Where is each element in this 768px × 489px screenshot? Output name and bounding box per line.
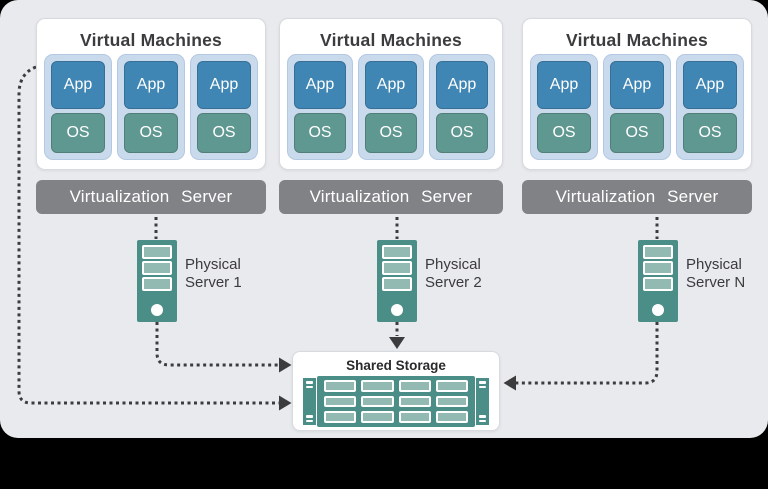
app-box: App — [436, 61, 488, 109]
storage-array-icon — [293, 376, 499, 427]
physical-server-icon — [377, 240, 417, 322]
vent-icon — [306, 415, 313, 422]
app-box: App — [610, 61, 664, 109]
virtual-machine: App OS — [676, 54, 744, 160]
app-box: App — [124, 61, 178, 109]
virtual-machine: App OS — [358, 54, 424, 160]
server-slot — [382, 245, 412, 259]
physical-server-icon — [137, 240, 177, 322]
os-box: OS — [294, 113, 346, 153]
vm-row: App OS App OS App OS — [287, 54, 495, 160]
virtual-machine: App OS — [190, 54, 258, 160]
drive-slot — [324, 411, 357, 423]
drive-slot — [435, 380, 468, 392]
virtualization-server-bar: Virtualization Server — [522, 180, 752, 214]
power-dot — [151, 304, 163, 316]
drive-slot — [398, 380, 431, 392]
virtual-machine: App OS — [530, 54, 598, 160]
vent-icon — [479, 381, 486, 388]
server-slot — [142, 245, 172, 259]
shared-storage-card: Shared Storage — [292, 351, 500, 431]
rack-body — [317, 376, 475, 427]
app-box: App — [537, 61, 591, 109]
drive-slot — [398, 395, 431, 408]
virtual-machine: App OS — [287, 54, 353, 160]
diagram-canvas: Virtual Machines App OS App OS App OS — [0, 0, 768, 438]
server-slot — [643, 277, 673, 291]
vm-group-card: Virtual Machines App OS App OS App OS — [279, 18, 503, 170]
drive-slot — [361, 411, 394, 423]
vm-row: App OS App OS App OS — [44, 54, 258, 160]
arrowhead-into-storage-right — [503, 375, 516, 391]
app-box: App — [294, 61, 346, 109]
server-slot — [142, 277, 172, 291]
os-box: OS — [365, 113, 417, 153]
virtual-machine: App OS — [117, 54, 185, 160]
rack-ear — [476, 378, 489, 425]
drive-slot — [435, 395, 468, 408]
power-dot — [652, 304, 664, 316]
server-slot — [382, 261, 412, 275]
drive-slot — [361, 395, 394, 408]
vm-group-title: Virtual Machines — [320, 30, 462, 50]
vm-group-title: Virtual Machines — [566, 30, 708, 50]
app-box: App — [683, 61, 737, 109]
physical-server-label: Physical Server N — [686, 256, 746, 291]
server-slot — [142, 261, 172, 275]
vm-row: App OS App OS App OS — [530, 54, 744, 160]
virtualization-server-bar: Virtualization Server — [36, 180, 266, 214]
physical-server-icon — [638, 240, 678, 322]
os-box: OS — [683, 113, 737, 153]
drive-slot — [324, 380, 357, 392]
physical-server-label: Physical Server 2 — [425, 256, 482, 291]
drive-slot — [435, 411, 468, 423]
os-box: OS — [610, 113, 664, 153]
host-group-1: Virtual Machines App OS App OS App OS — [36, 18, 266, 438]
os-box: OS — [436, 113, 488, 153]
vent-icon — [306, 381, 313, 388]
vm-group-title: Virtual Machines — [80, 30, 222, 50]
host-group-2: Virtual Machines App OS App OS App OS — [279, 18, 503, 438]
app-box: App — [365, 61, 417, 109]
virtualization-server-bar: Virtualization Server — [279, 180, 503, 214]
os-box: OS — [124, 113, 178, 153]
drive-slot — [324, 395, 357, 408]
drive-slot — [361, 380, 394, 392]
app-box: App — [51, 61, 105, 109]
rack-ear — [303, 378, 316, 425]
power-dot — [391, 304, 403, 316]
virtual-machine: App OS — [429, 54, 495, 160]
app-box: App — [197, 61, 251, 109]
vm-group-card: Virtual Machines App OS App OS App OS — [36, 18, 266, 170]
vent-icon — [479, 415, 486, 422]
virtual-machine: App OS — [603, 54, 671, 160]
virtual-machine: App OS — [44, 54, 112, 160]
shared-storage-title: Shared Storage — [346, 358, 446, 373]
os-box: OS — [197, 113, 251, 153]
os-box: OS — [537, 113, 591, 153]
server-slot — [643, 245, 673, 259]
host-group-3: Virtual Machines App OS App OS App OS — [522, 18, 752, 438]
os-box: OS — [51, 113, 105, 153]
physical-server-label: Physical Server 1 — [185, 256, 242, 291]
server-slot — [643, 261, 673, 275]
server-slot — [382, 277, 412, 291]
vm-group-card: Virtual Machines App OS App OS App OS — [522, 18, 752, 170]
drive-slot — [398, 411, 431, 423]
